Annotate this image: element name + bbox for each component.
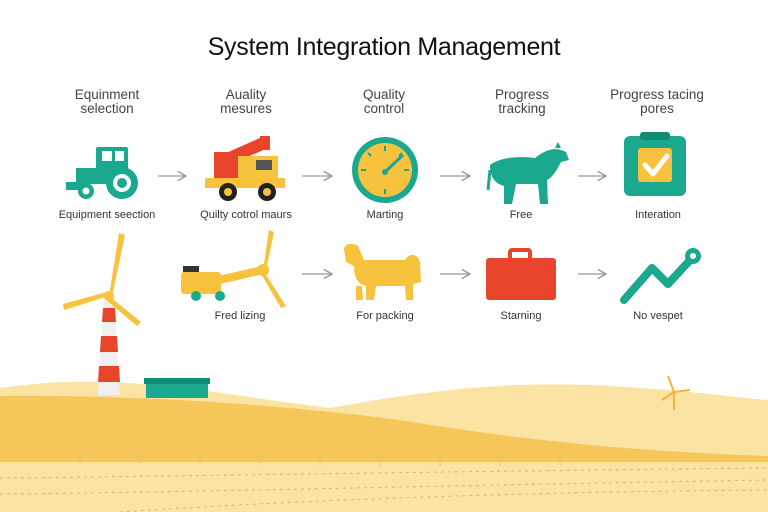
shed-icon [144,378,210,398]
landscape-background [0,381,768,512]
stage-label-progress-tracing-pores: Progress tacing pores [610,87,704,116]
caption-interation: Interation [635,209,681,221]
crane-truck-icon [205,136,285,201]
checkbox-clipboard-icon [624,132,686,196]
caption-free: Free [509,209,533,221]
small-turbine-icon [661,375,691,410]
wind-turbine-icon [63,233,141,395]
stage-label-progress-tracking: Progress tracking [494,87,550,116]
trend-arrow-icon [620,248,701,304]
bull-icon [486,142,569,204]
caption-marting: Marting [366,209,404,221]
page-title: System Integration Management [207,33,561,61]
briefcase-icon [486,248,556,300]
forklift-turbine-icon [181,230,286,308]
stage-label-equipment-selection: Equinment selection [74,87,140,116]
caption-equipment-selection: Equipment seection [58,209,156,221]
caption-quality-control-measures: Quilty cotrol maurs [200,209,292,221]
stage-label-quality-control: Quality control [362,87,406,116]
tractor-icon [66,147,138,199]
caption-fred-lizing: Fred lizing [214,310,266,322]
gauge-icon [352,137,418,203]
caption-no-vespet: No vespet [633,310,683,322]
caption-starning: Starning [500,310,542,322]
caption-for-packing: For packing [356,310,414,322]
stage-label-quality-measures: Auality mesures [220,87,272,116]
flow-arrows [158,176,606,274]
dog-icon [344,243,421,300]
